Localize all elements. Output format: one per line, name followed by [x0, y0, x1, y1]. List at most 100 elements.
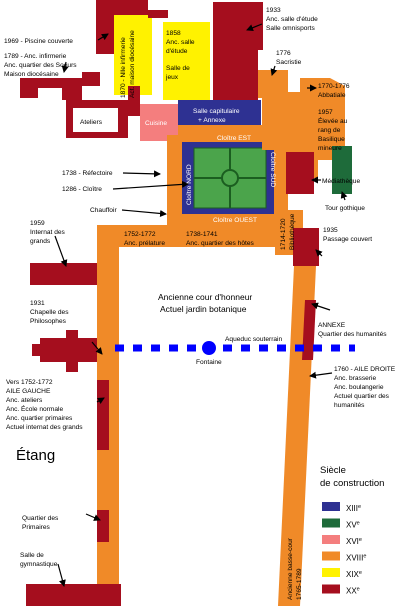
chapelle-philosophes	[32, 330, 97, 372]
label-salle-etude-1: 1858	[166, 30, 181, 37]
piscine-wing	[96, 14, 114, 54]
label-salle-jeux-2: jeux	[165, 74, 179, 81]
cloitre-west-wing	[167, 135, 183, 225]
omnisports-wing	[213, 45, 258, 103]
label-salle-capitulaire-2: + Annexe	[198, 117, 226, 124]
label-basse-cour-2: 1765-1789	[296, 568, 303, 600]
label-cour-2: Actuel jardin botanique	[160, 304, 247, 314]
legend-title-2: de construction	[320, 478, 384, 489]
label-aile-droite-4: Actuel quartier des	[334, 393, 390, 400]
label-salle-capitulaire-1: Salle capitulaire	[193, 108, 240, 115]
label-prelature-1: 1752-1772	[124, 231, 156, 238]
label-salle-jeux-1: Salle de	[166, 65, 190, 72]
label-infirmerie-1: 1789 - Anc. infirmerie	[4, 53, 67, 60]
salle-jeux-building	[163, 22, 210, 100]
ateliers-link	[128, 86, 140, 116]
gymnastique-building	[26, 584, 121, 606]
infirmerie-building	[20, 72, 100, 100]
label-internat-1: 1959	[30, 220, 45, 227]
legend-label: XVIIIe	[346, 554, 366, 563]
label-basilique-5: mineure	[318, 145, 342, 152]
label-sacristie-1: 1776	[276, 50, 291, 57]
label-fontaine: Fontaine	[196, 359, 222, 366]
legend-swatch	[322, 551, 340, 561]
label-passage-2: Passage couvert	[323, 236, 372, 243]
legend-label: XIXe	[346, 570, 362, 579]
label-salle-etude-2: Anc. salle	[166, 39, 195, 46]
label-hotes-1: 1738-1741	[186, 231, 218, 238]
legend-label: XVIe	[346, 537, 362, 546]
label-bibliotheque-2: Bibliothèque	[289, 213, 296, 250]
aile-gauche-xx-2	[97, 510, 109, 542]
label-aile-gauche-3: Anc. ateliers	[6, 397, 43, 404]
label-chapelle-2: Chapelle des	[30, 309, 69, 316]
arrows	[54, 23, 348, 587]
label-tour: Tour gothique	[325, 205, 365, 212]
annexe-humanites	[302, 300, 316, 360]
label-aile-droite-2: Anc. brasserie	[334, 375, 376, 382]
internat-grands	[30, 263, 98, 285]
label-bibliotheque-1: 1714-1720	[280, 218, 287, 250]
cuisine-building	[140, 104, 178, 141]
label-chapelle-3: Philosophes	[30, 318, 67, 325]
label-annexe-2: Quartier des humanités	[318, 331, 387, 338]
label-aile-droite-3: Anc. boulangerie	[334, 384, 384, 391]
label-ateliers: Ateliers	[80, 119, 103, 126]
label-cour-1: Ancienne cour d'honneur	[158, 292, 252, 302]
label-prelature-2: Anc. prélature	[124, 240, 165, 247]
label-gymnastique-1: Salle de	[20, 552, 44, 559]
label-hotes-2: Anc. quartier des hôtes	[186, 240, 255, 247]
nouvelle-infirmerie-building	[114, 15, 152, 95]
label-aile-gauche-4: Anc. École normale	[6, 404, 64, 413]
legend-swatch	[322, 502, 340, 511]
nouvelle-infirmerie-top	[148, 10, 168, 18]
legend-swatch	[322, 535, 340, 544]
label-abbatiale-1: 1770-1776	[318, 83, 350, 90]
label-basilique-3: rang de	[318, 127, 341, 134]
label-cloitre-sud: Cloître SUD	[269, 152, 276, 187]
label-aile-gauche-5: Anc. quartier primaires	[6, 415, 73, 422]
label-sacristie-2: Sacristie	[276, 59, 302, 66]
label-nile-infirmerie-1: 1870 - Nlle infirmerie	[120, 37, 127, 98]
label-abbatiale-2: Abbatiale	[318, 92, 346, 99]
label-primaires-2: Primaires	[22, 524, 51, 531]
label-chauffoir: Chauffoir	[90, 207, 117, 214]
labels: 1969 - Piscine couverte 1789 - Anc. infi…	[4, 7, 396, 600]
label-aile-droite-5: humanités	[334, 402, 365, 409]
legend-title-1: Siècle	[320, 465, 346, 476]
label-aqueduc: Aqueduc souterrain	[225, 336, 283, 343]
label-cloitre-nord: Cloître NORD	[186, 164, 193, 205]
label-cuisine: Cuisine	[145, 120, 167, 127]
cloitre-well	[221, 169, 239, 187]
label-basilique-1: 1957	[318, 109, 333, 116]
abbatiale-building	[262, 78, 345, 178]
prelature-range	[97, 225, 302, 247]
label-refectoire: 1738 - Réfectoire	[62, 170, 113, 177]
label-aile-droite-1: 1760 - AILE DROITE	[334, 366, 396, 373]
label-etang: Étang	[16, 447, 55, 464]
label-cloitre-ouest: Cloître OUEST	[213, 217, 257, 224]
label-basilique-4: Basilique	[318, 136, 345, 143]
legend-label: XXe	[346, 587, 360, 596]
legend: Siècle de construction XIIIeXVeXVIeXVIII…	[320, 465, 384, 596]
buildings	[20, 0, 352, 606]
passage-couvert	[293, 228, 319, 266]
label-omnisports-2: Anc. salle d'étude	[266, 16, 318, 23]
label-infirmerie-2: Anc. quartier des Soeurs	[4, 62, 77, 69]
label-basse-cour-1: Ancienne basse-cour	[287, 537, 294, 600]
label-aile-gauche-2: AILE GAUCHE	[6, 388, 51, 395]
label-primaires-1: Quartier des	[22, 515, 59, 522]
label-passage-1: 1935	[323, 227, 338, 234]
label-salle-etude-3: d'étude	[166, 48, 188, 55]
label-omnisports-3: Salle omnisports	[266, 25, 315, 32]
label-basilique-2: Élevée au	[318, 116, 348, 125]
aile-gauche-xx-1	[97, 380, 109, 450]
legend-label: XVe	[346, 521, 360, 530]
legend-swatch	[322, 518, 340, 528]
abbatiale-apse	[330, 92, 344, 136]
label-infirmerie-3: Maison diocésaine	[4, 71, 59, 78]
label-nile-infirmerie-2: Act. maison diocésaine	[129, 30, 136, 98]
label-annexe-1: ANNEXE	[318, 322, 346, 329]
